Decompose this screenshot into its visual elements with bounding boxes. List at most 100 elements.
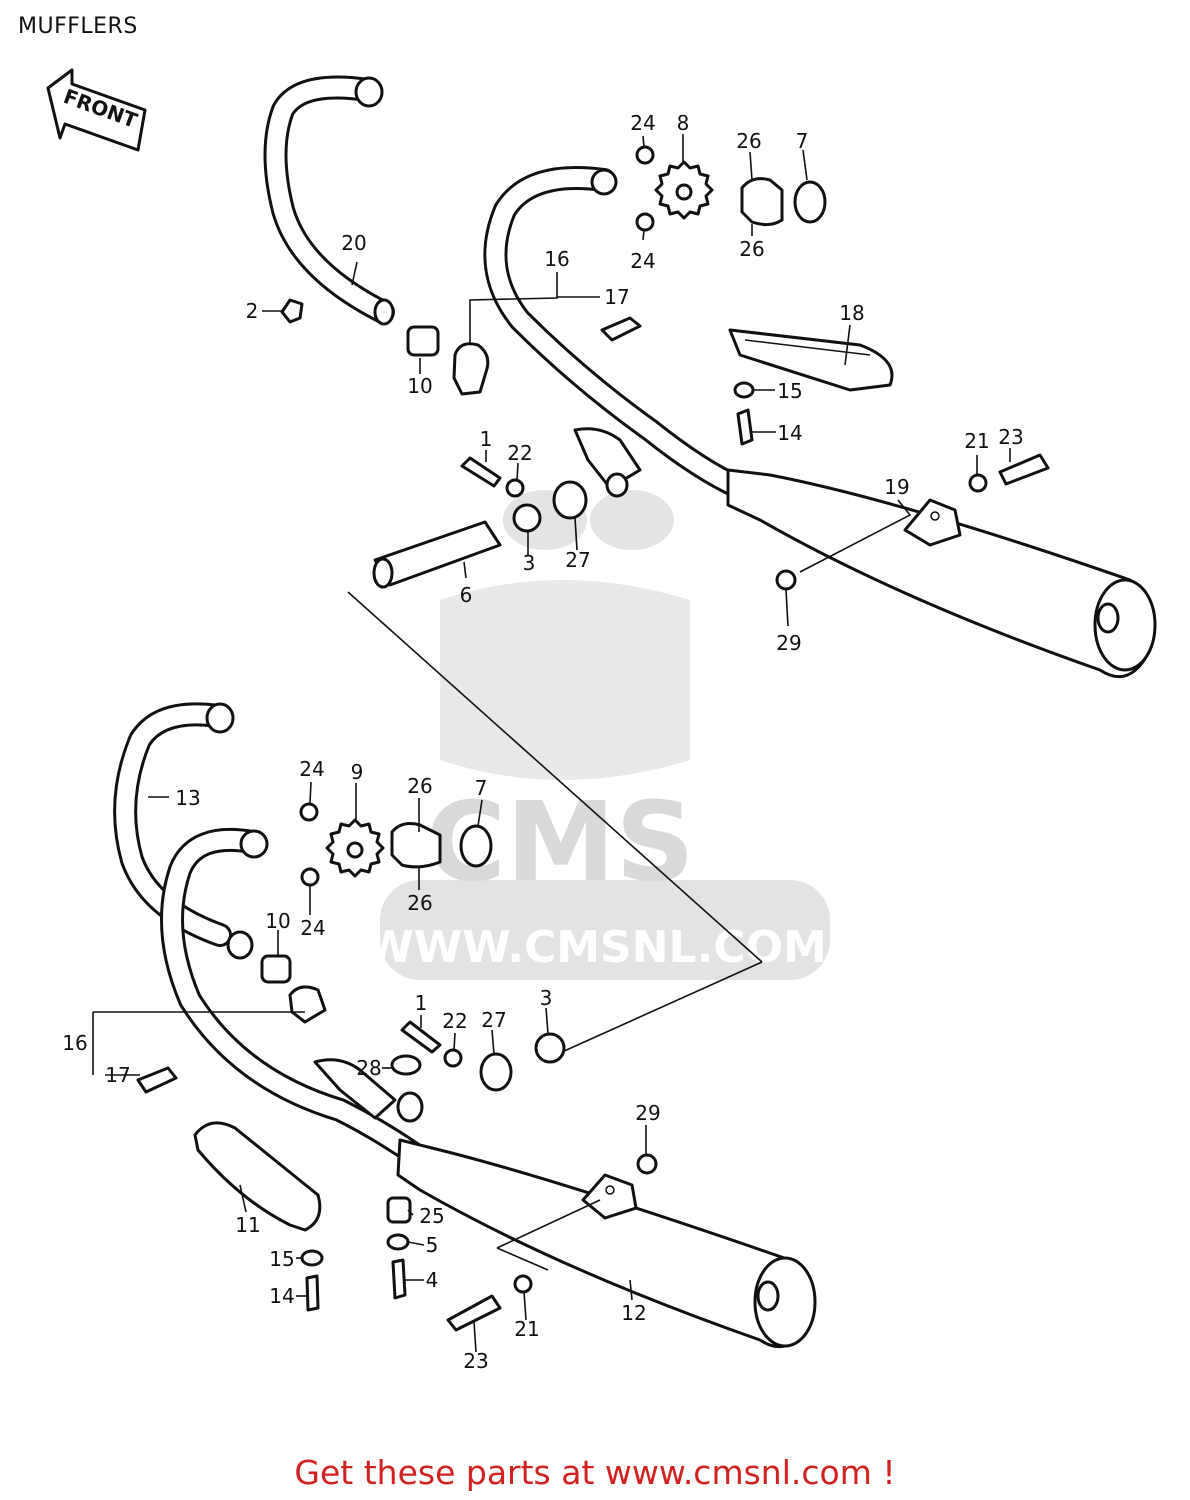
bolt-23-upper (998, 453, 1050, 486)
muffler-19 (726, 468, 1157, 679)
watermark-url: WWW.CMSNL.COM (365, 922, 827, 973)
gasket-7-upper (793, 180, 827, 224)
callout-lower-10: 10 (265, 909, 290, 933)
washer-15-lower (300, 1249, 324, 1267)
gasket-10-upper (406, 325, 440, 357)
callout-upper-20: 20 (341, 231, 366, 255)
clamp-27-upper (552, 480, 588, 520)
callout-lower-5: 5 (426, 1233, 439, 1257)
nut-24b-upper (635, 212, 655, 232)
gasket-7-lower (459, 824, 493, 868)
nut-29-upper (775, 569, 797, 591)
callout-lower-26b: 26 (407, 891, 432, 915)
callout-upper-16: 16 (544, 247, 569, 271)
callout-upper-2: 2 (246, 299, 259, 323)
callout-lower-9: 9 (351, 760, 364, 784)
clamp-17-lower (288, 985, 327, 1024)
callout-upper-17: 17 (604, 285, 629, 309)
callout-lower-23: 23 (463, 1349, 488, 1373)
muffler-12 (396, 1138, 817, 1349)
bolt-2 (280, 298, 304, 324)
callout-upper-19: 19 (884, 475, 909, 499)
bolt-23-lower (446, 1294, 502, 1332)
front-arrow: FRONT (46, 68, 147, 152)
page-title: MUFFLERS (18, 14, 138, 39)
collar-3-upper (512, 503, 542, 533)
callout-upper-3: 3 (523, 551, 536, 575)
nut-29-lower (636, 1153, 658, 1175)
bolt-1-lower (400, 1020, 442, 1054)
callout-upper-24a: 24 (630, 111, 655, 135)
clamp-27-lower (479, 1052, 513, 1092)
nut-24a-upper (635, 145, 655, 165)
callout-upper-10: 10 (407, 374, 432, 398)
upper-assembly (262, 75, 1157, 963)
washer-22-lower (443, 1048, 463, 1068)
bolt-4 (391, 1258, 407, 1300)
exhaust-pipe-16-upper (483, 166, 752, 500)
bolt-14-lower (305, 1274, 320, 1312)
bolt-17-upper (600, 316, 642, 342)
callout-lower-4: 4 (426, 1268, 439, 1292)
washer-5 (386, 1233, 410, 1251)
bolt-1-upper (460, 456, 502, 488)
grommet-28 (390, 1054, 422, 1076)
callout-lower-13: 13 (175, 786, 200, 810)
heat-guard-11 (193, 1121, 322, 1232)
callout-lower-24a: 24 (299, 757, 324, 781)
callout-lower-29: 29 (635, 1101, 660, 1125)
callout-lower-7: 7 (475, 776, 488, 800)
callout-lower-28: 28 (356, 1056, 381, 1080)
callout-lower-11: 11 (235, 1213, 260, 1237)
gasket-10-lower (260, 954, 292, 984)
callout-upper-18: 18 (839, 301, 864, 325)
bolt-14-upper (736, 408, 754, 446)
balance-stub (573, 427, 642, 498)
callout-lower-15: 15 (269, 1247, 294, 1271)
callouts-lower: 24 9 26 7 13 24 26 10 16 17 1 22 27 3 28… (62, 757, 660, 1373)
heat-guard-18 (728, 328, 894, 392)
balance-stub-lower (313, 1058, 424, 1123)
callout-lower-1: 1 (415, 991, 428, 1015)
callout-upper-23: 23 (998, 425, 1023, 449)
washer-22-upper (505, 478, 525, 498)
callout-upper-26b: 26 (739, 237, 764, 261)
callout-lower-14: 14 (269, 1284, 294, 1308)
nut-24a-lower (299, 802, 319, 822)
callout-lower-12: 12 (621, 1301, 646, 1325)
collar-26-upper (740, 177, 784, 227)
callout-upper-22: 22 (507, 441, 532, 465)
callout-lower-17: 17 (105, 1063, 130, 1087)
callout-upper-6: 6 (460, 583, 473, 607)
callout-upper-26a: 26 (736, 129, 761, 153)
callout-upper-21: 21 (964, 429, 989, 453)
callout-upper-29: 29 (776, 631, 801, 655)
connector-pipe-6 (372, 520, 502, 589)
callout-lower-24b: 24 (300, 916, 325, 940)
washer-15-upper (733, 381, 755, 399)
collar-26-lower (390, 822, 442, 869)
callout-lower-26a: 26 (407, 774, 432, 798)
lower-assembly (92, 702, 817, 1353)
nut-24b-lower (300, 867, 320, 887)
callout-lower-27: 27 (481, 1008, 506, 1032)
callout-upper-24b: 24 (630, 249, 655, 273)
washer-21-lower (513, 1274, 533, 1294)
callout-upper-8: 8 (677, 111, 690, 135)
callout-upper-27: 27 (565, 548, 590, 572)
footer-link[interactable]: Get these parts at www.cmsnl.com ! (294, 1453, 896, 1492)
callout-lower-16: 16 (62, 1031, 87, 1055)
header-pipe-20 (263, 75, 395, 326)
callout-lower-25: 25 (419, 1204, 444, 1228)
callout-lower-3: 3 (540, 986, 553, 1010)
callout-upper-15: 15 (777, 379, 802, 403)
exhaust-pipe-16-lower (160, 827, 432, 1170)
collar-3-lower (534, 1032, 566, 1064)
callout-upper-7: 7 (796, 129, 809, 153)
spacer-25 (386, 1196, 412, 1224)
callouts-upper: 24 8 26 7 24 26 20 16 17 2 10 18 15 14 1… (246, 111, 1024, 655)
bolt-17-lower (136, 1066, 178, 1094)
callout-lower-21: 21 (514, 1317, 539, 1341)
clamp-17-upper (452, 342, 490, 396)
